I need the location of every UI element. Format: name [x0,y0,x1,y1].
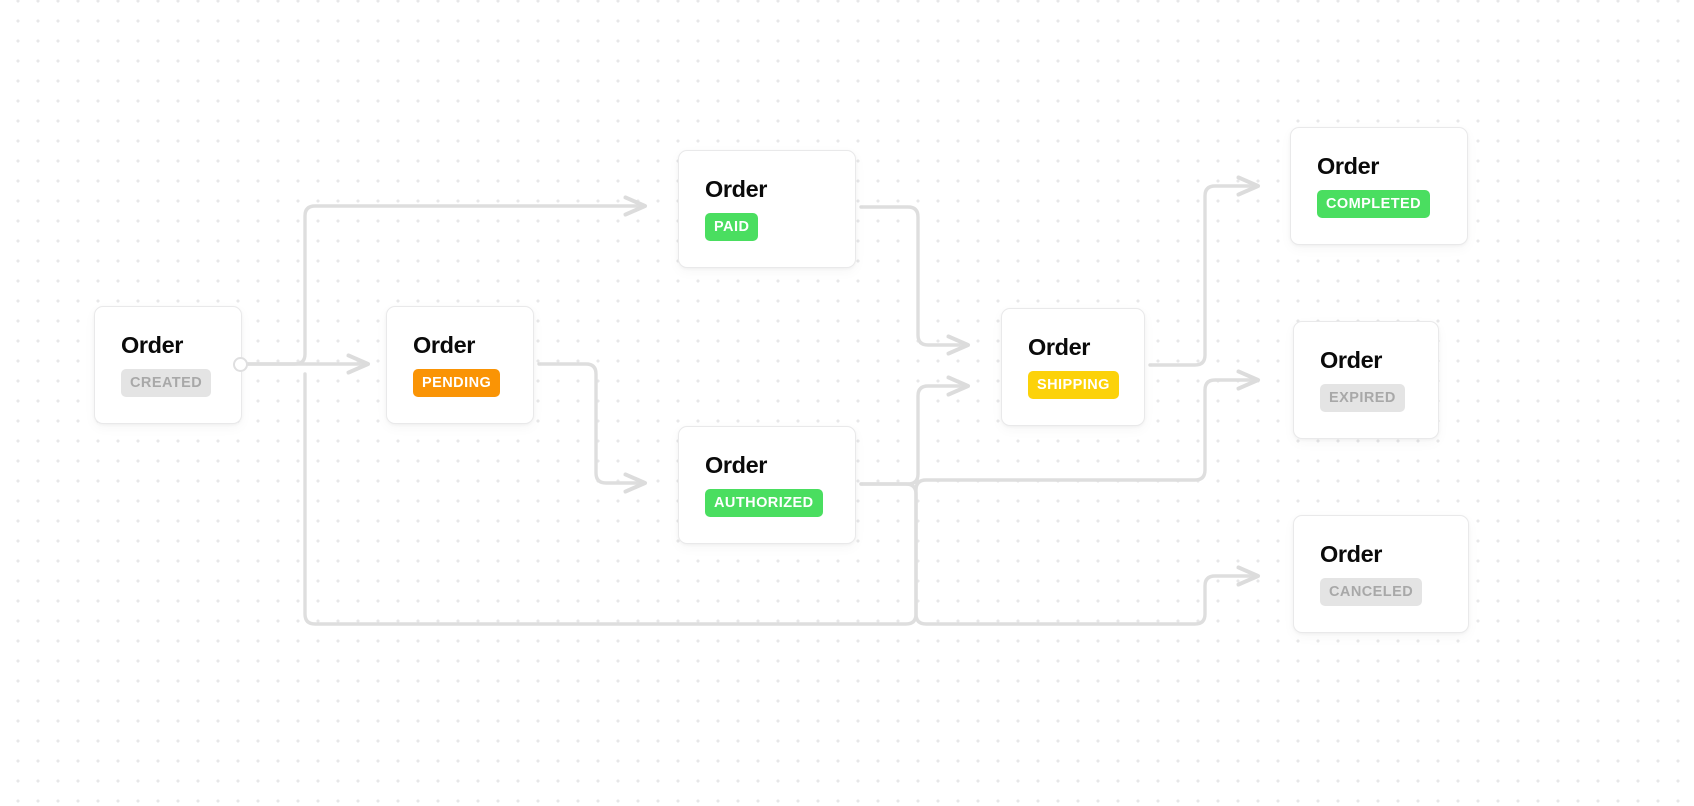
edge-shipping-to-completed [1148,186,1258,367]
status-badge-expired: EXPIRED [1320,383,1405,413]
status-badge-paid: PAID [705,212,759,242]
node-order-expired[interactable]: Order EXPIRED [1293,321,1439,439]
node-title-shipping: Order [1028,333,1090,360]
node-order-completed[interactable]: Order COMPLETED [1290,127,1468,245]
status-badge-shipping: SHIPPING [1028,370,1119,400]
edge-authorized-to-shipping [859,386,968,486]
edge-paid-to-shipping [859,205,968,345]
node-title-paid: Order [705,175,767,202]
handle-created-source[interactable] [233,357,248,372]
node-order-shipping[interactable]: Order SHIPPING [1001,308,1145,426]
status-badge-completed: COMPLETED [1317,189,1431,219]
node-title-pending: Order [413,331,475,358]
status-badge-authorized: AUTHORIZED [705,488,823,518]
node-title-created: Order [121,331,183,358]
node-title-completed: Order [1317,152,1379,179]
node-order-canceled[interactable]: Order CANCELED [1293,515,1469,633]
status-badge-canceled: CANCELED [1320,577,1423,607]
status-badge-pending: PENDING [413,368,501,398]
node-title-authorized: Order [705,451,767,478]
node-order-authorized[interactable]: Order AUTHORIZED [678,426,856,544]
node-title-canceled: Order [1320,540,1382,567]
node-title-expired: Order [1320,346,1382,373]
node-order-created[interactable]: Order CREATED [94,306,242,424]
status-badge-created: CREATED [121,368,212,398]
node-order-pending[interactable]: Order PENDING [386,306,534,424]
edge-pending-to-authorized [537,362,645,483]
node-order-paid[interactable]: Order PAID [678,150,856,268]
edge-authorized-to-canceled [859,482,1258,626]
